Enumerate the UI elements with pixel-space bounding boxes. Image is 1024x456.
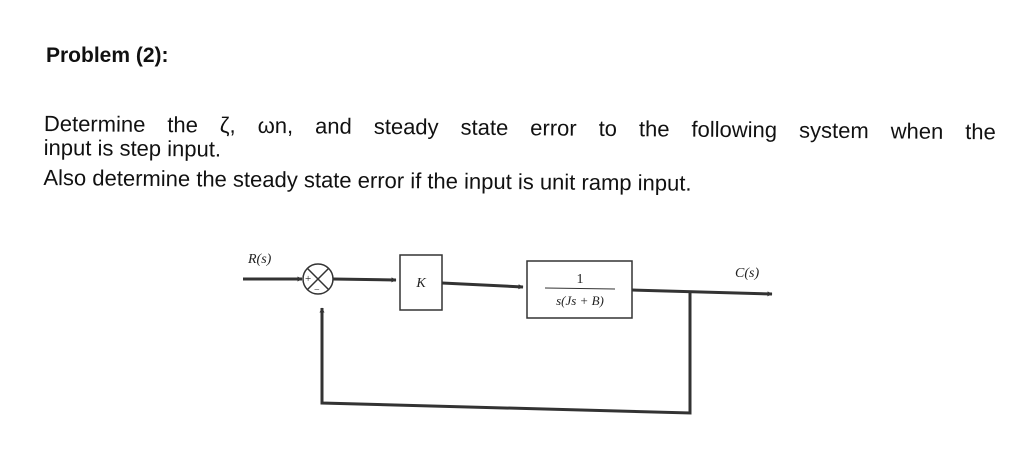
error-signal-line <box>332 277 397 283</box>
feedback-path <box>319 291 692 415</box>
problem-title: Problem (2): <box>46 44 169 67</box>
fraction-bar <box>544 287 616 290</box>
summing-junction <box>302 263 334 295</box>
input-label: R(s) <box>247 252 272 267</box>
output-signal-line <box>631 288 773 297</box>
gain-label: K <box>415 276 426 291</box>
summer-plus-sign: + <box>305 273 311 285</box>
summer-minus-sign: − <box>314 285 320 296</box>
plant-denominator: s(Js + B) <box>556 293 604 308</box>
gain-block <box>399 254 443 311</box>
plant-numerator: 1 <box>577 272 584 287</box>
plant-block <box>526 260 633 319</box>
gain-output-line <box>441 281 524 290</box>
output-label: C(s) <box>735 266 759 281</box>
